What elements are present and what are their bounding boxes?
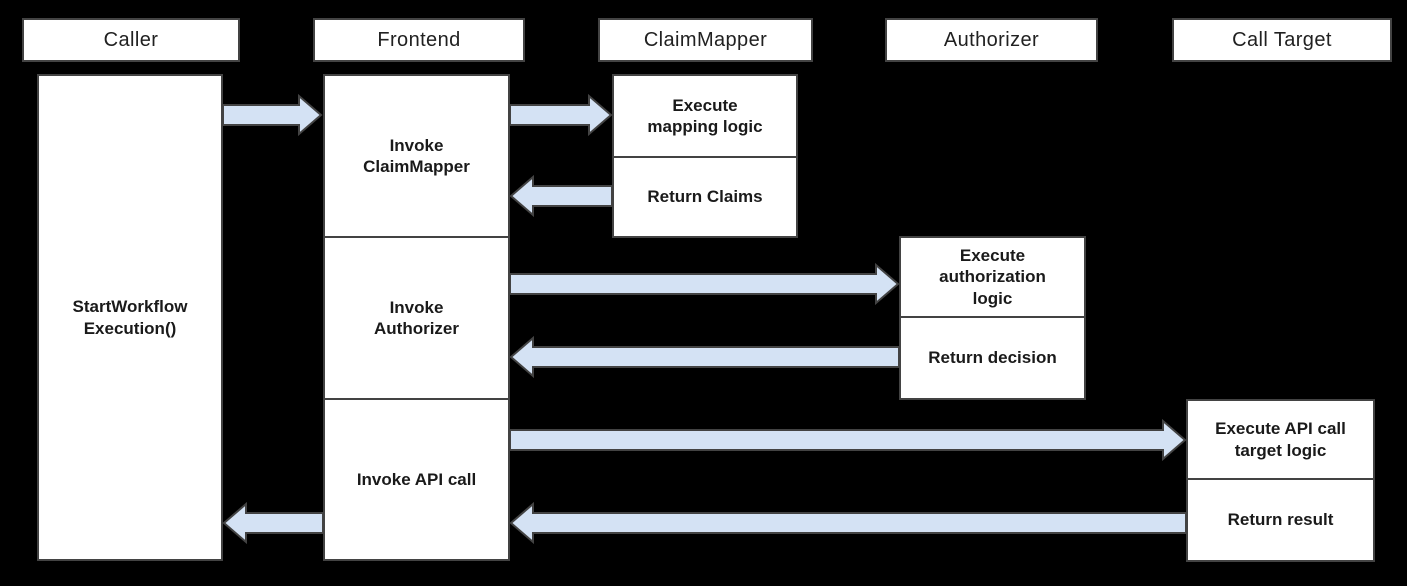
arrow-caller-to-frontend [222,93,323,137]
arrow-frontend-to-calltarget [509,418,1187,462]
actor-header-frontend: Frontend [313,18,525,62]
step-start-workflow-execution: StartWorkflow Execution() [37,74,223,561]
arrow-claimmapper-to-frontend [509,174,613,218]
step-execute-authorization-logic: Execute authorization logic [899,236,1086,318]
step-return-decision: Return decision [899,316,1086,400]
step-invoke-api-call: Invoke API call [323,398,510,561]
actor-header-calltarget: Call Target [1172,18,1392,62]
step-invoke-authorizer: Invoke Authorizer [323,236,510,400]
arrow-frontend-to-caller [222,501,324,545]
actor-header-claimmapper: ClaimMapper [598,18,813,62]
arrow-frontend-to-authorizer [509,262,900,306]
step-execute-mapping-logic: Execute mapping logic [612,74,798,158]
step-return-claims: Return Claims [612,156,798,238]
actor-header-authorizer: Authorizer [885,18,1098,62]
arrow-calltarget-to-frontend [509,501,1187,545]
step-execute-api-call-target-logic: Execute API call target logic [1186,399,1375,480]
arrow-frontend-to-claimmapper [509,93,613,137]
actor-header-caller: Caller [22,18,240,62]
step-invoke-claimmapper: Invoke ClaimMapper [323,74,510,238]
step-return-result: Return result [1186,478,1375,562]
arrow-authorizer-to-frontend [509,335,900,379]
